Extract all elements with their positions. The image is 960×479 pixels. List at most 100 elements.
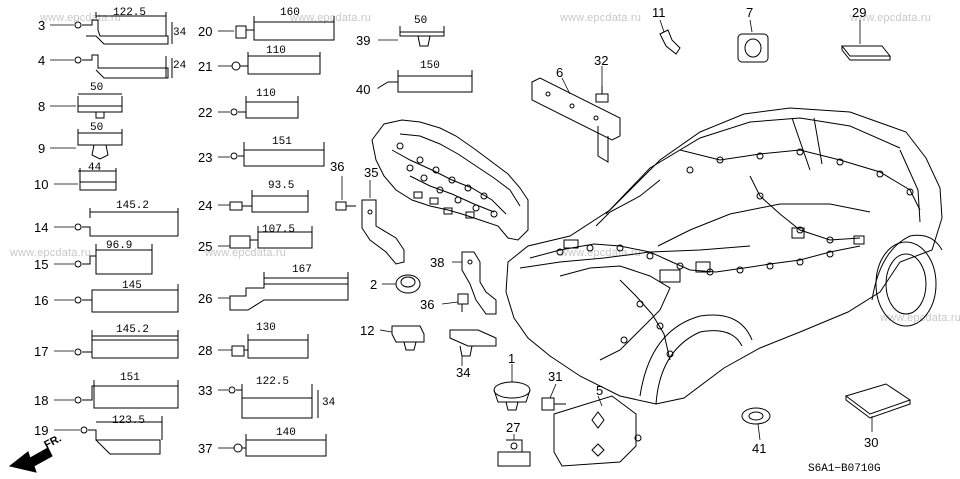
part-25-bracket: [229, 226, 313, 249]
watermark: www.epcdata.ru: [40, 12, 122, 24]
callout-41: 41: [752, 441, 767, 456]
part-12-bracket: [391, 325, 425, 351]
diagram-code: S6A1−B0710G: [808, 463, 881, 475]
callout-17: 17: [34, 344, 49, 359]
callout-1: 1: [508, 351, 516, 366]
part-34-bracket: [449, 329, 497, 357]
callout-36b: 36: [420, 297, 435, 312]
part-32-bolt: [595, 86, 609, 103]
dim-4-height: 24: [173, 60, 187, 72]
part-8-clip: [77, 93, 123, 119]
watermark: www.epcdata.ru: [290, 12, 372, 24]
callout-28: 28: [198, 343, 213, 358]
callout-10: 10: [34, 177, 49, 192]
watermark: www.epcdata.ru: [205, 247, 287, 259]
callout-7: 7: [746, 5, 754, 20]
dim-40-length: 150: [420, 60, 440, 72]
part-4-bracket: [74, 54, 173, 79]
part-11-clip: [659, 29, 681, 55]
callout-11: 11: [652, 5, 666, 20]
dim-23-length: 151: [272, 136, 292, 148]
callout-20: 20: [198, 24, 213, 39]
dim-25-length: 107.5: [262, 224, 296, 236]
part-31-bolt: [541, 397, 566, 411]
part-15-bracket: [74, 244, 153, 275]
part-19-bracket: [80, 416, 163, 455]
callout-22: 22: [198, 105, 213, 120]
callout-15: 15: [34, 257, 49, 272]
part-36-bolt-top: [335, 201, 356, 211]
dim-16-length: 145: [122, 280, 142, 292]
callout-9: 9: [38, 141, 46, 156]
dim-22-length: 110: [256, 88, 276, 100]
callout-14: 14: [34, 220, 49, 235]
callout-34: 34: [456, 365, 471, 380]
part-10-clip: [78, 168, 117, 191]
callout-33: 33: [198, 383, 213, 398]
part-38-bracket: [461, 251, 497, 315]
part-41-clip: [741, 407, 771, 425]
callout-12: 12: [360, 323, 375, 338]
car-body: [505, 107, 943, 405]
callout-2: 2: [370, 277, 378, 292]
part-17-bracket: [74, 330, 179, 359]
part-6-rail: [531, 77, 621, 163]
watermark: www.epcdata.ru: [880, 312, 960, 324]
callout-27: 27: [506, 420, 521, 435]
fr-arrow: [8, 447, 53, 473]
dashboard-harness: [371, 119, 529, 241]
dim-33-length: 122.5: [256, 376, 290, 388]
dim-24-length: 93.5: [268, 180, 295, 192]
part-14-bracket: [74, 208, 179, 237]
dim-15-length: 96.9: [106, 240, 133, 252]
callout-21: 21: [198, 59, 213, 74]
part-3-bracket: [74, 12, 173, 45]
dim-26-length: 167: [292, 264, 312, 276]
part-39-bracket: [399, 26, 445, 47]
part-24-bracket: [229, 190, 309, 213]
callout-19: 19: [34, 423, 49, 438]
part-18-bracket: [74, 380, 179, 409]
part-9-clip: [77, 129, 123, 160]
part-2-grommet: [395, 274, 421, 294]
dim-19-length: 123.5: [112, 415, 146, 427]
watermark: www.epcdata.ru: [10, 247, 92, 259]
part-36-bolt-bottom: [457, 293, 469, 312]
car-harness: [529, 148, 921, 361]
callout-31: 31: [548, 369, 563, 384]
watermark: www.epcdata.ru: [850, 12, 932, 24]
callout-5: 5: [596, 383, 604, 398]
watermark: www.epcdata.ru: [560, 12, 642, 24]
callout-35: 35: [364, 165, 379, 180]
dim-37-length: 140: [276, 427, 296, 439]
callout-8: 8: [38, 99, 46, 114]
part-1-grommet: [493, 381, 531, 411]
callout-37: 37: [198, 441, 213, 456]
part-29-pad: [840, 45, 892, 61]
part-22-bracket: [230, 96, 299, 119]
dim-3-length: 122.5: [113, 7, 147, 19]
part-20-bracket: [235, 16, 335, 41]
dim-14-length: 145.2: [116, 200, 150, 212]
part-30-pad: [844, 383, 912, 419]
part-27-clip: [497, 439, 531, 467]
callout-36a: 36: [330, 159, 345, 174]
callout-29: 29: [852, 5, 867, 20]
part-35-bracket: [361, 199, 405, 265]
dim-28-length: 130: [256, 322, 276, 334]
part-21-bracket: [231, 52, 321, 75]
callout-25: 25: [198, 239, 213, 254]
callout-23: 23: [198, 150, 213, 165]
dim-17-length: 145.2: [116, 324, 150, 336]
part-33-bracket: [228, 384, 319, 419]
part-23-bracket: [230, 142, 325, 167]
callout-24: 24: [198, 198, 213, 213]
dim-39-length: 50: [414, 15, 428, 27]
leader-lines: [50, 19, 873, 449]
callout-26: 26: [198, 291, 213, 306]
part-40-bracket: [377, 70, 473, 93]
dim-33-height: 34: [322, 397, 336, 409]
dim-20-length: 160: [280, 7, 300, 19]
